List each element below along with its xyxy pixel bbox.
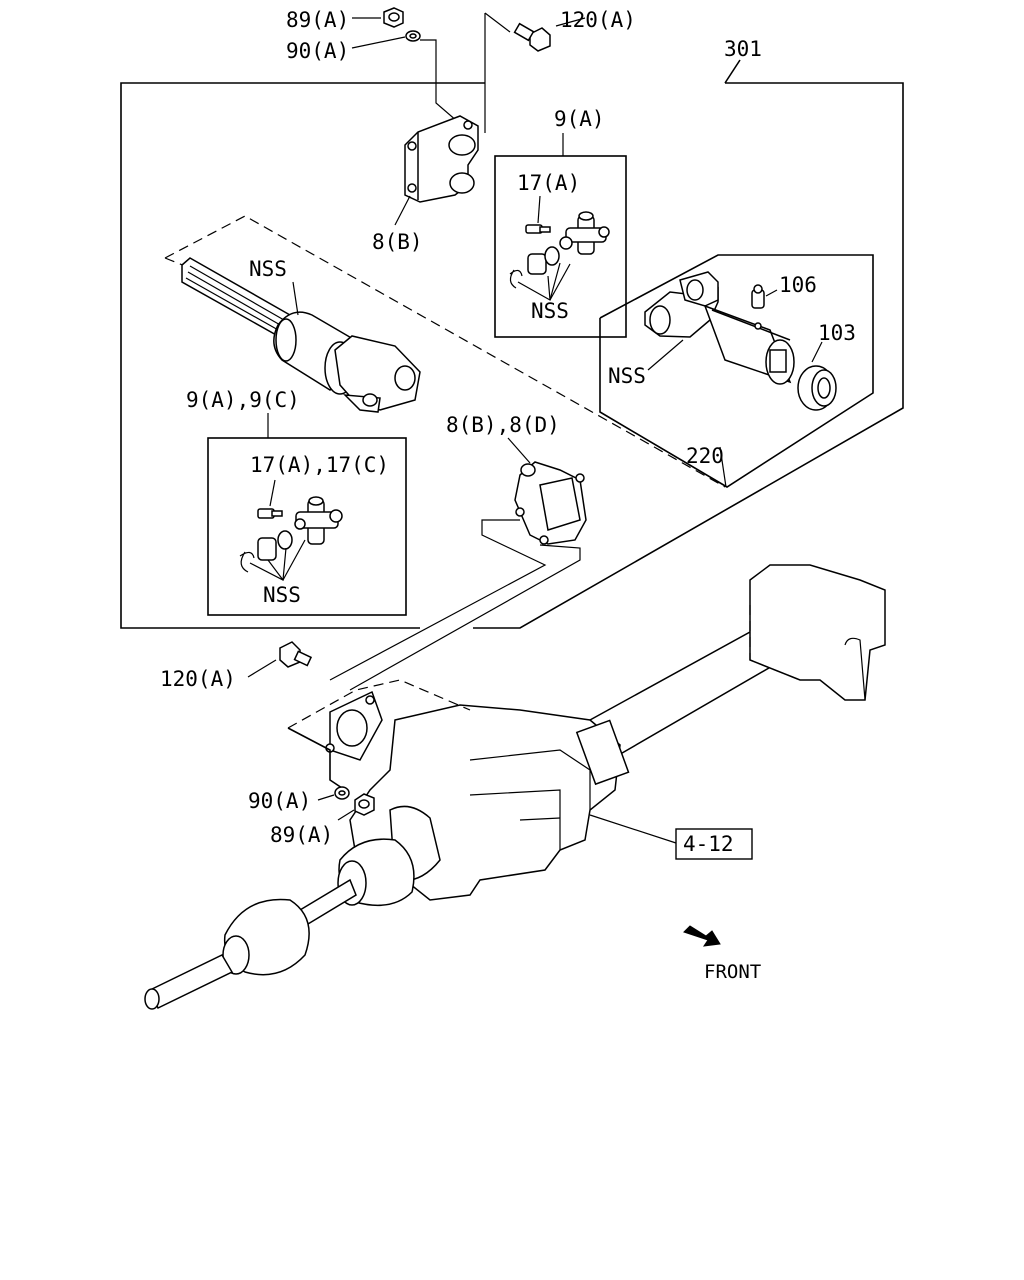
label-nss-spider-top: NSS <box>531 299 569 323</box>
label-9a: 9(A) <box>554 107 605 131</box>
axle-housing <box>144 564 886 1010</box>
label-front: FRONT <box>704 961 761 983</box>
spider-joint-top <box>559 211 610 255</box>
seal-103 <box>797 365 837 411</box>
grease-fitting-106 <box>751 284 765 330</box>
grease-fitting-17a-top <box>525 224 551 234</box>
label-120a-top: 120(A) <box>560 8 636 32</box>
slip-yoke-220-outline <box>599 254 874 488</box>
bolt-120a-bottom <box>279 641 313 668</box>
kit-box-9a <box>494 155 627 338</box>
kit-box-9a-9c <box>207 437 407 616</box>
label-90a-bottom: 90(A) <box>248 789 311 813</box>
slip-yoke-end <box>334 335 421 413</box>
washer-90a-top <box>405 30 421 42</box>
nut-89a-bottom <box>354 793 375 816</box>
grease-fitting-17c <box>257 508 283 519</box>
label-9a-9c: 9(A),9(C) <box>186 388 300 412</box>
label-8b-8d: 8(B),8(D) <box>446 413 560 437</box>
nut-89a-top <box>383 7 404 28</box>
bearing-cup-bottom <box>239 530 293 573</box>
flange-yoke-8b-8d <box>514 461 587 545</box>
bearing-cup-top <box>509 246 560 289</box>
label-220: 220 <box>686 444 724 468</box>
label-nss-shaft: NSS <box>249 257 287 281</box>
assembly-301-outline <box>120 59 904 629</box>
label-ref-4-12: 4-12 <box>683 832 734 856</box>
label-103: 103 <box>818 321 856 345</box>
label-120a-bottom: 120(A) <box>160 667 236 691</box>
bolt-120a-top <box>513 22 551 52</box>
label-17a: 17(A) <box>517 171 580 195</box>
label-106: 106 <box>779 273 817 297</box>
label-301: 301 <box>724 37 762 61</box>
label-nss-slip: NSS <box>608 364 646 388</box>
slip-yoke-220 <box>644 271 795 385</box>
spider-joint-bottom <box>294 496 343 545</box>
label-17a-17c: 17(A),17(C) <box>250 453 389 477</box>
label-90a-top: 90(A) <box>286 39 349 63</box>
label-8b: 8(B) <box>372 230 423 254</box>
label-89a-top: 89(A) <box>286 8 349 32</box>
washer-90a-bottom <box>334 786 350 800</box>
label-nss-spider-bottom: NSS <box>263 583 301 607</box>
label-89a-bottom: 89(A) <box>270 823 333 847</box>
ref-4-12-box <box>675 828 753 860</box>
flange-yoke-8b-top <box>404 115 479 203</box>
front-arrow-icon <box>683 925 721 947</box>
